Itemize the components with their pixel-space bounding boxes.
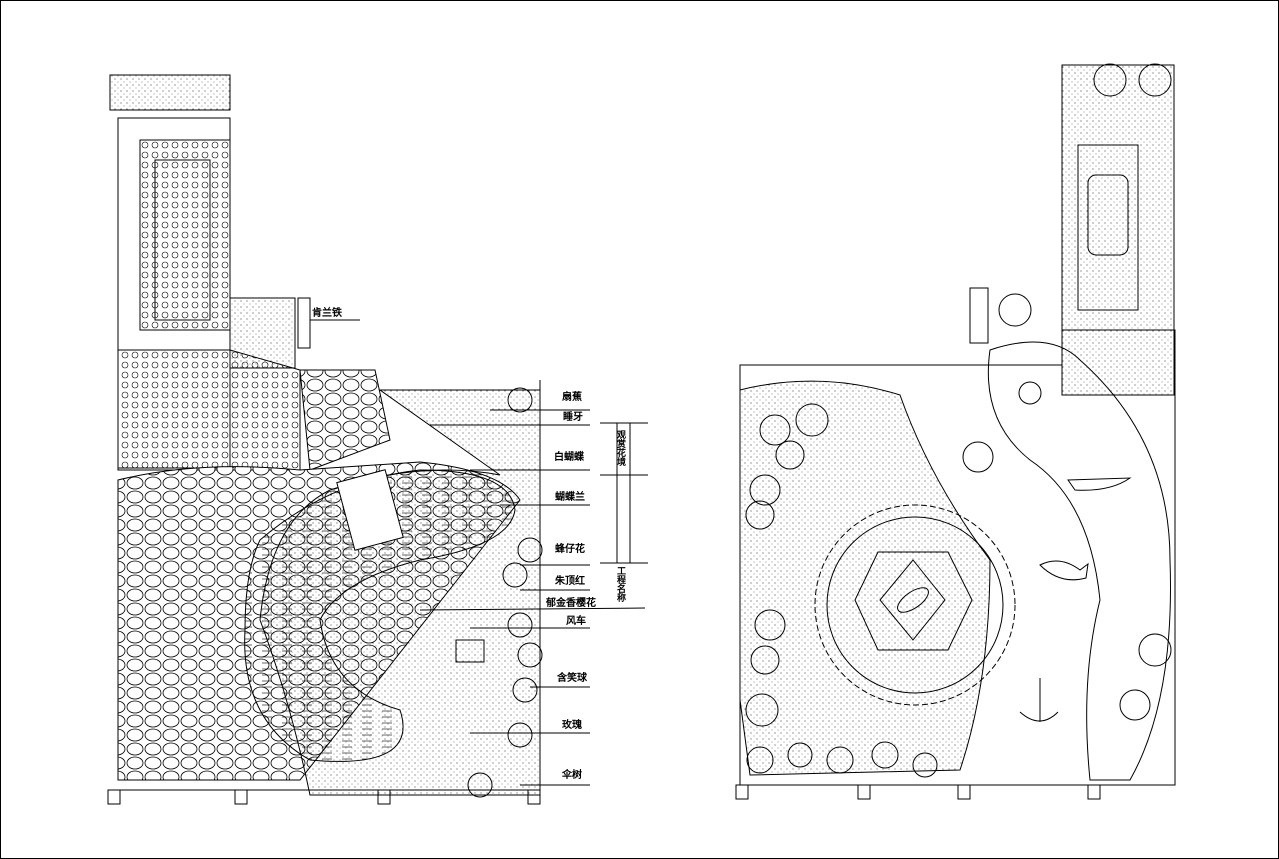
plant-label: 蝴蝶兰 (555, 490, 585, 503)
right-garden-plan (735, 63, 1176, 800)
plant-label: 玫瑰 (562, 718, 582, 731)
title-block-lower: 工程名称 (615, 566, 626, 603)
plant-label: 扇蕉 (562, 390, 582, 403)
plant-label: 含笑球 (557, 671, 588, 684)
plant-label: 白蝴蝶 (554, 450, 585, 463)
label-top-plant: 肯兰铁 (312, 306, 342, 319)
title-block-upper: 观赏花境 (615, 430, 626, 467)
plant-label: 蜂仔花 (555, 542, 585, 555)
plant-label: 伞树 (561, 768, 582, 781)
plant-label: 朱顶红 (555, 574, 585, 587)
left-garden-plan: 肯兰铁 (107, 74, 543, 805)
plant-label-column: 扇蕉 睡牙 白蝴蝶 蝴蝶兰 蜂仔花 朱顶红 郁金香樱花 风车 含笑球 玫瑰 伞树… (419, 380, 648, 800)
plant-label: 睡牙 (563, 410, 583, 423)
plant-label: 郁金香樱花 (545, 596, 596, 609)
plant-label: 风车 (566, 614, 586, 627)
